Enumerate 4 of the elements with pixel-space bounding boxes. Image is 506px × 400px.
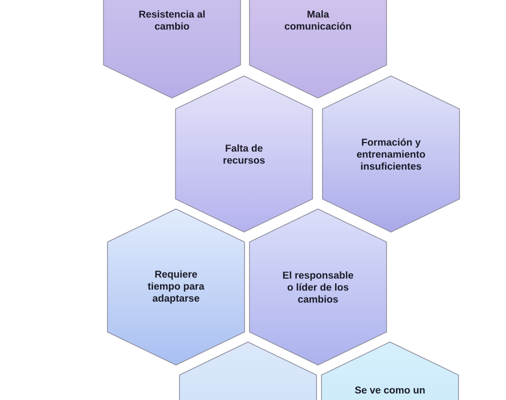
- hexagon: Se ve como un: [321, 342, 459, 400]
- hexagon: Resistencia al cambio: [103, 0, 241, 98]
- hexagon: [179, 342, 317, 400]
- hexagon: Mala comunicación: [249, 0, 387, 98]
